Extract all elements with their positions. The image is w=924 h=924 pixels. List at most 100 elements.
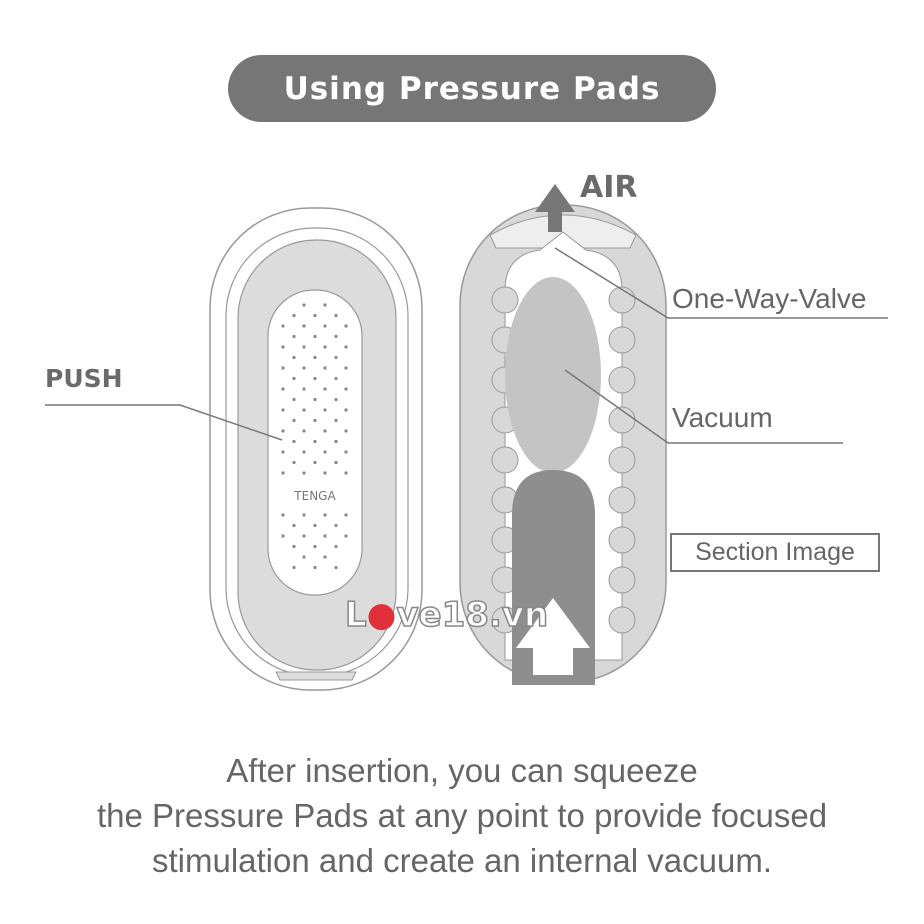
wall-bump (608, 446, 636, 474)
valve-label: One-Way-Valve (672, 283, 867, 314)
pad-dot (344, 471, 348, 475)
pad-dot (313, 460, 317, 465)
pad-dot (281, 345, 285, 349)
pad-dot (281, 429, 285, 433)
pad-dot (323, 471, 327, 475)
pad-dot (302, 387, 306, 391)
pad-dot (292, 313, 296, 318)
pad-dots (281, 303, 348, 570)
pad-dot (323, 387, 327, 391)
pad-dot (302, 429, 306, 433)
pad-dot (323, 555, 327, 559)
pad-dot (323, 429, 327, 433)
pad-dot (323, 345, 327, 349)
pad-dot (292, 397, 296, 402)
push-label: PUSH (45, 364, 123, 393)
pad-dot (334, 544, 338, 549)
pad-dot (292, 565, 296, 570)
wall-bump (608, 326, 636, 354)
wall-bump (608, 286, 636, 314)
pad-dot (281, 450, 285, 454)
pad-dot (323, 450, 327, 454)
pad-dot (313, 334, 317, 339)
pad-dot (344, 366, 348, 370)
pad-dot (334, 313, 338, 318)
caption-line: After insertion, you can squeeze (226, 752, 698, 789)
pad-dot (334, 397, 338, 402)
title-banner: Using Pressure Pads (228, 55, 716, 122)
pad-dot (313, 376, 317, 381)
wall-bump (491, 286, 519, 314)
pad-dot (344, 387, 348, 391)
device-exterior: TENGA (209, 207, 423, 691)
air-label: AIR (580, 170, 638, 205)
pad-dot (302, 366, 306, 370)
pad-dot (313, 418, 317, 423)
pad-dot (334, 376, 338, 381)
pad-dot (344, 324, 348, 328)
pad-dot (344, 450, 348, 454)
pad-dot (334, 565, 338, 570)
pad-dot (313, 355, 317, 360)
pad-dot (302, 555, 306, 559)
pad-dot (313, 313, 317, 318)
pad-dot (292, 418, 296, 423)
pad-dot (323, 324, 327, 328)
pad-dot (344, 408, 348, 412)
pad-dot (313, 397, 317, 402)
pad-dot (302, 345, 306, 349)
pad-dot (292, 376, 296, 381)
watermark: L●ve18.vn (344, 594, 549, 636)
caption-line: the Pressure Pads at any point to provid… (96, 797, 828, 834)
pad-dot (344, 345, 348, 349)
wall-bump (608, 566, 636, 594)
pad-dot (281, 408, 285, 412)
pad-dot (344, 534, 348, 538)
leader-lines (45, 247, 888, 444)
pad-dot (323, 366, 327, 370)
pad-dot (281, 366, 285, 370)
pad-dot (281, 387, 285, 391)
pad-dot (334, 355, 338, 360)
pad-dot (323, 534, 327, 538)
pad-dot (292, 439, 296, 444)
pad-dot (323, 303, 327, 307)
section-view (459, 184, 667, 685)
pad-dot (334, 460, 338, 465)
pad-dot (281, 534, 285, 538)
caption-line: stimulation and create an internal vacuu… (151, 842, 772, 879)
pad-dot (302, 513, 306, 517)
wall-bump (608, 606, 636, 634)
wall-bump (608, 486, 636, 514)
pad-dot (334, 439, 338, 444)
pad-dot (281, 324, 285, 328)
wall-bump (608, 366, 636, 394)
section-image-label: Section Image (670, 533, 880, 572)
tenga-logo: TENGA (293, 489, 336, 503)
pad-dot (313, 544, 317, 549)
vacuum-label: Vacuum (672, 402, 773, 433)
pad-dot (334, 334, 338, 339)
pad-dot (302, 408, 306, 412)
pad-dot (334, 418, 338, 423)
pad-dot (302, 471, 306, 475)
caption: After insertion, you can squeeze the Pre… (0, 748, 924, 883)
vacuum-area (505, 277, 601, 473)
pad-dot (313, 439, 317, 444)
pad-dot (281, 513, 285, 517)
pad-dot (292, 334, 296, 339)
pad-dot (292, 460, 296, 465)
pad-dot (323, 513, 327, 517)
pad-dot (302, 534, 306, 538)
insert-arrow-icon (516, 598, 590, 675)
air-arrow-icon (535, 184, 575, 232)
pad-dot (292, 544, 296, 549)
pad-dot (344, 513, 348, 517)
pad-dot (302, 324, 306, 328)
pad-dot (313, 523, 317, 528)
pad-dot (313, 565, 317, 570)
pad-dot (292, 355, 296, 360)
pad-dot (292, 523, 296, 528)
pad-dot (302, 303, 306, 307)
